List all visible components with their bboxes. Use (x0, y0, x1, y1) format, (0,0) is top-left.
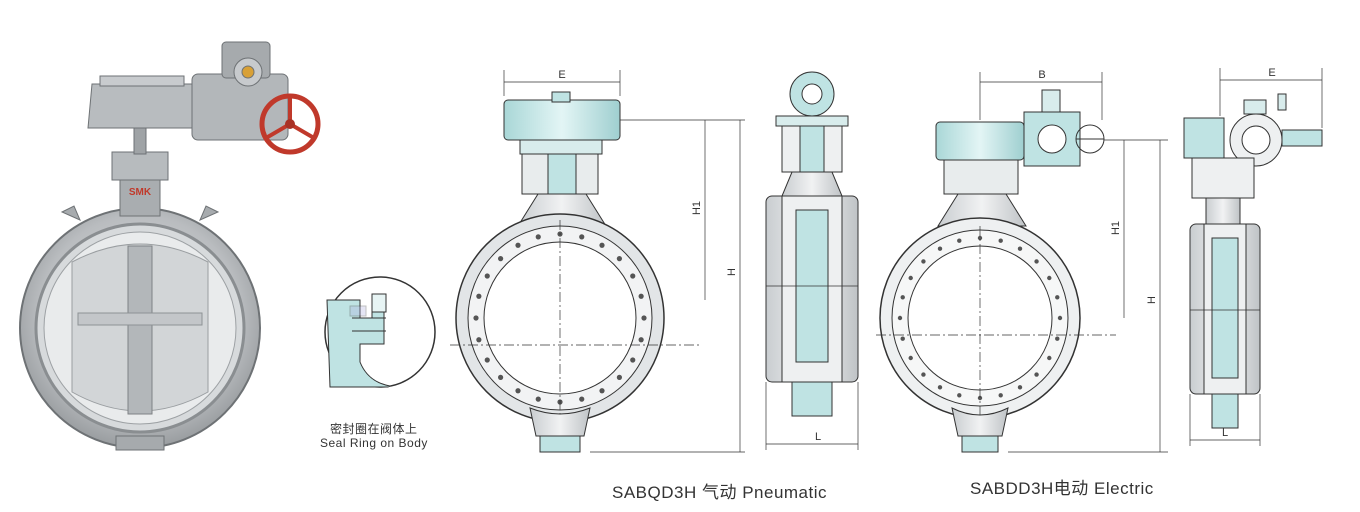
bolt-hole (515, 242, 521, 248)
bolt-hole (498, 374, 504, 380)
bolt-hole (908, 355, 913, 361)
bolt-hole (1017, 246, 1023, 251)
bolt-hole (476, 293, 482, 299)
bolt-hole (599, 242, 605, 248)
bolt-hole (515, 388, 521, 394)
seal-ring-detail (324, 276, 436, 388)
pneumatic-side-view: L (765, 71, 859, 450)
bolt-circle (473, 231, 647, 405)
bolt-hole (897, 315, 903, 321)
bolt-hole (616, 256, 622, 262)
seal-caption-en: Seal Ring on Body (320, 436, 428, 450)
bolt-hole (616, 374, 622, 380)
bolt-hole (1047, 355, 1052, 361)
bolt-hole (535, 396, 541, 402)
bolt-hole (641, 315, 647, 321)
bolt-hole (473, 315, 479, 321)
bolt-hole (937, 385, 943, 390)
bolt-hole (957, 393, 962, 398)
bolt-hole (484, 357, 490, 363)
seal-caption-cn: 密封圈在阀体上 (330, 422, 418, 436)
bolt-hole (1047, 275, 1052, 281)
bolt-hole (535, 234, 541, 240)
bolt-hole (921, 372, 926, 377)
bolt-hole (630, 273, 636, 279)
bolt-hole (476, 337, 482, 343)
bolt-hole (1055, 295, 1060, 300)
pneumatic-front-view: E H1 H (450, 69, 745, 453)
dim-e-label: E (558, 69, 565, 81)
bolt-hole (900, 336, 905, 341)
bolt-hole (998, 238, 1003, 243)
bolt-hole (484, 273, 490, 279)
electric-side-view: L E (1183, 67, 1323, 446)
bolt-hole (1034, 372, 1039, 377)
dim-h-label: H (726, 268, 738, 276)
pneumatic-caption: SABQD3H 气动 Pneumatic (612, 483, 828, 502)
electric-caption: SABDD3H电动 Electric (970, 479, 1154, 498)
bolt-hole (1034, 259, 1039, 264)
dim-h1-label-electric: H1 (1110, 221, 1122, 235)
dim-h1-label: H1 (691, 201, 703, 215)
bolt-hole (908, 275, 913, 281)
bolt-circle (897, 235, 1063, 401)
bolt-hole (638, 293, 644, 299)
bolt-hole (921, 259, 926, 264)
dim-l-label-electric: L (1222, 427, 1228, 439)
bolt-hole (977, 235, 983, 241)
bolt-hole (900, 295, 905, 300)
dim-e-label-electric: E (1268, 67, 1275, 79)
bolt-hole (599, 388, 605, 394)
bolt-hole (937, 246, 943, 251)
bolt-hole (1057, 315, 1063, 321)
handwheel-photo (259, 93, 321, 155)
bolt-hole (498, 256, 504, 262)
bolt-hole (579, 396, 585, 402)
bolt-hole (1055, 336, 1060, 341)
dim-l-label: L (815, 431, 821, 443)
dim-h-label-electric: H (1146, 296, 1158, 304)
bolt-hole (998, 393, 1003, 398)
brand-logo: SMK (129, 187, 152, 198)
bolt-hole (1017, 385, 1023, 390)
bolt-hole (579, 234, 585, 240)
dim-b-label: B (1038, 69, 1045, 81)
bolt-hole (630, 357, 636, 363)
bolt-hole (638, 337, 644, 343)
electric-front-view: B H1 H (876, 69, 1168, 453)
valve-photo: SMK (19, 41, 321, 451)
bolt-hole (957, 238, 962, 243)
